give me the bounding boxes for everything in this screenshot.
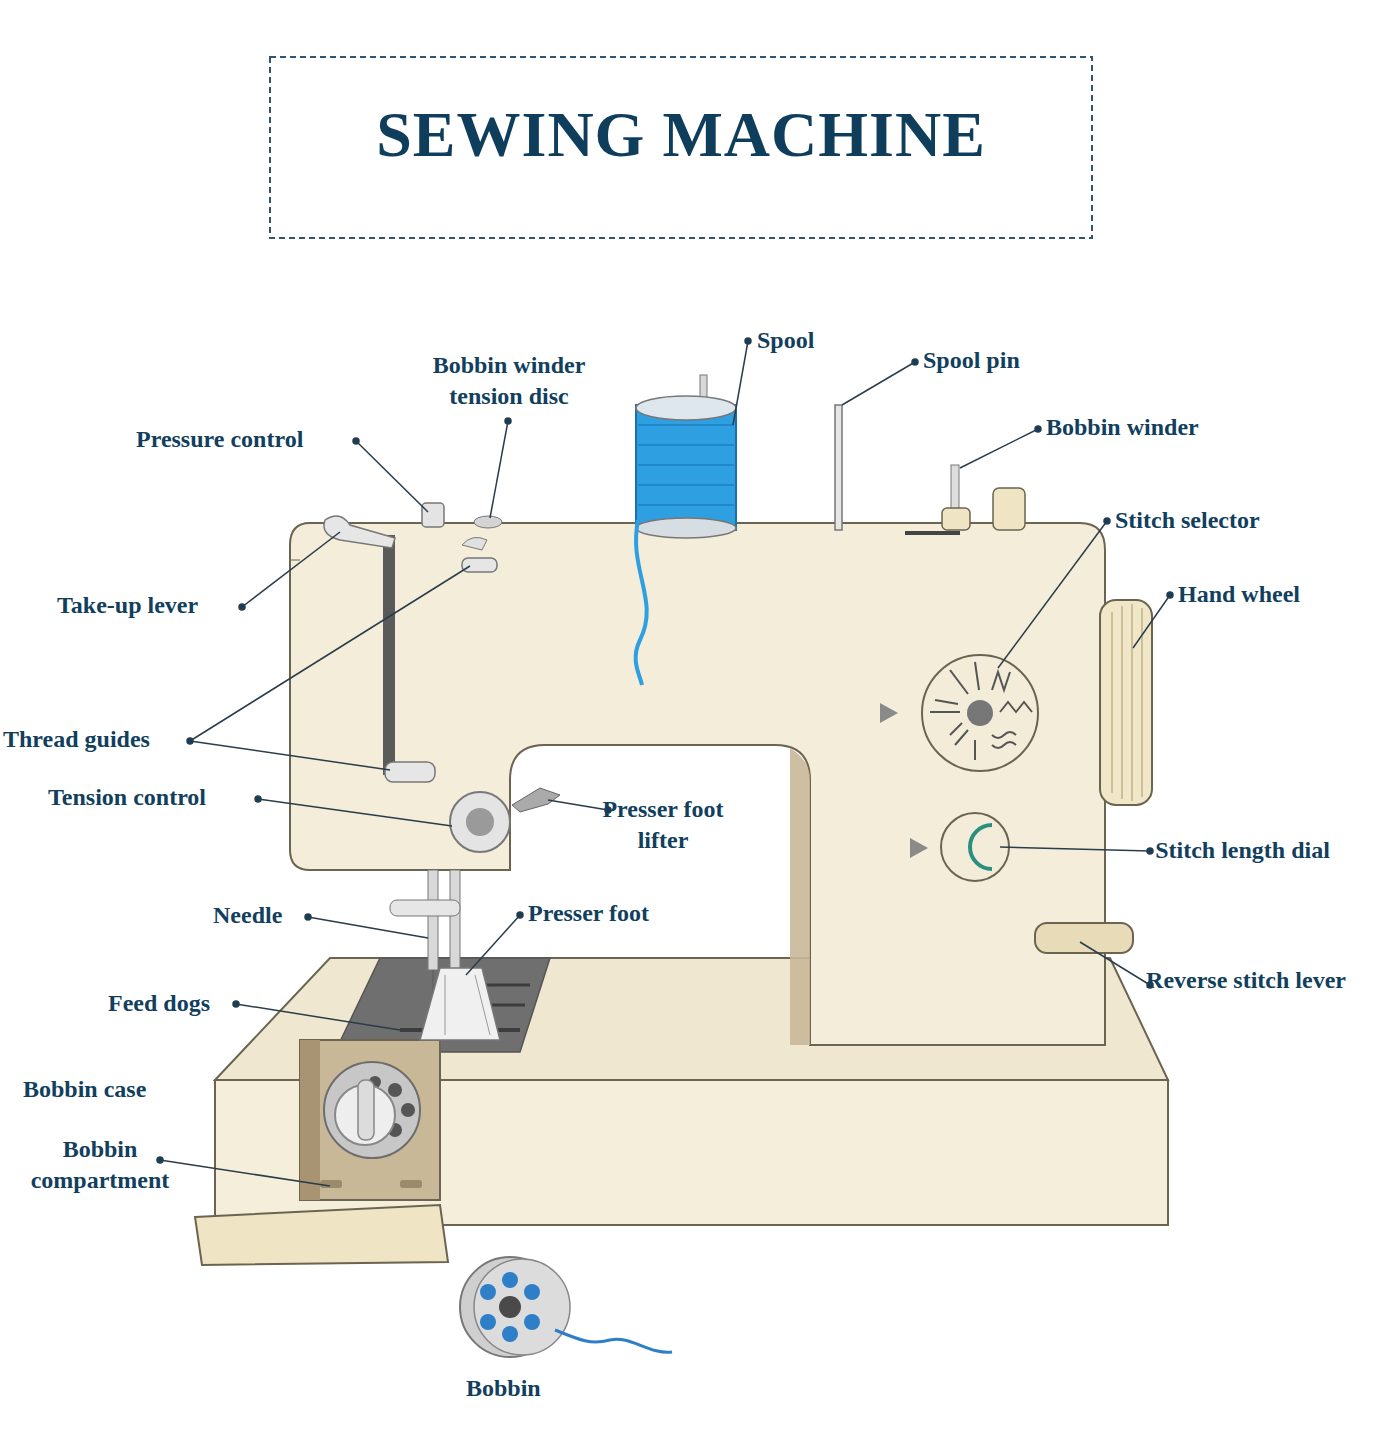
part-label: Spool [757, 325, 814, 356]
part-label: Stitch selector [1115, 505, 1260, 536]
part-label: Presser foot lifter [588, 794, 738, 856]
part-label: Hand wheel [1178, 579, 1300, 610]
part-label: Take-up lever [57, 590, 198, 621]
part-label: Bobbin case [23, 1074, 146, 1105]
part-label: Feed dogs [108, 988, 210, 1019]
part-label: Bobbin [466, 1373, 541, 1404]
part-label: Stitch length dial [1150, 835, 1335, 866]
part-label: Bobbin compartment [2, 1134, 198, 1196]
part-label: Presser foot [528, 898, 649, 929]
part-label: Needle [213, 900, 282, 931]
part-label: Reverse stitch lever [1136, 965, 1356, 996]
part-label: Pressure control [136, 424, 303, 455]
part-label: Bobbin winder [1046, 412, 1199, 443]
part-label: Bobbin winder tension disc [409, 350, 609, 412]
part-label: Tension control [48, 782, 206, 813]
part-label: Spool pin [923, 345, 1020, 376]
part-label: Thread guides [3, 724, 150, 755]
diagram-title: SEWING MACHINE [272, 95, 1090, 175]
